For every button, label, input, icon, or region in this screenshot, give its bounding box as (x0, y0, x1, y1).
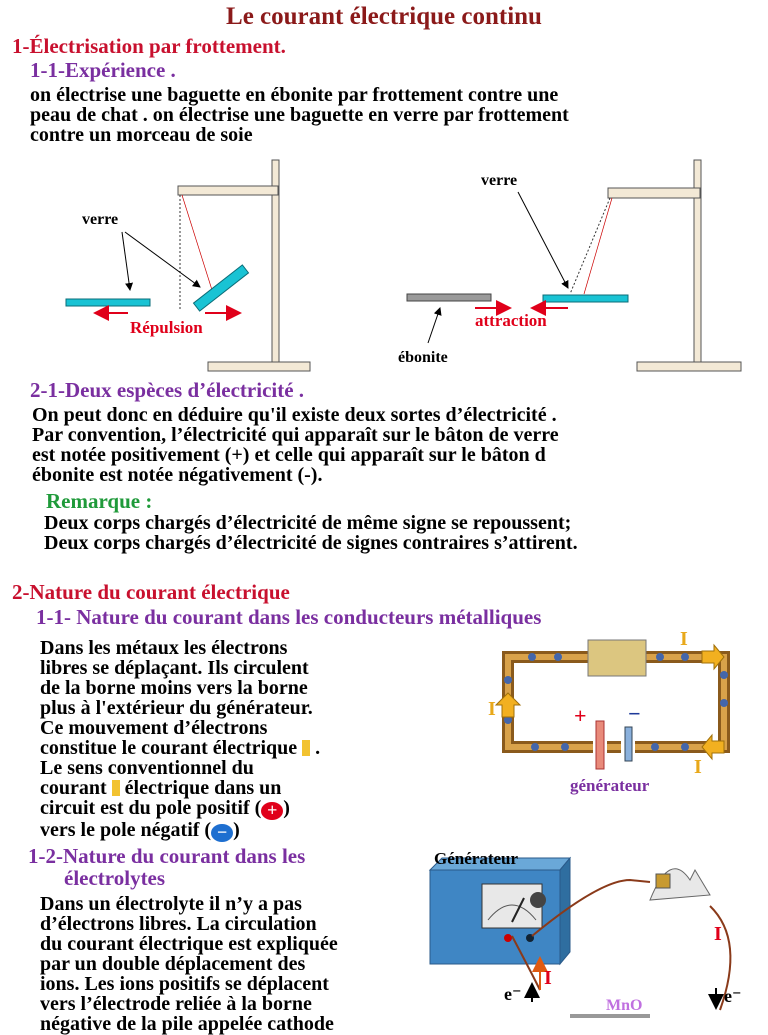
current-label: I (680, 628, 688, 650)
label-attraction: attraction (475, 311, 547, 330)
text-line: Dans un électrolyte il n’y a pas (40, 893, 302, 915)
left-stand (177, 159, 311, 372)
minus-label: − (628, 701, 641, 726)
text-line: ébonite est notée négativement (-). (32, 464, 323, 486)
subheading-conducteurs: 1-1- Nature du courant dans les conducte… (36, 605, 542, 629)
label-repulsion: Répulsion (130, 318, 203, 337)
text-line: est notée positivement (+) et celle qui … (32, 444, 546, 466)
current-label: I (714, 923, 722, 945)
resistor (587, 639, 647, 677)
paragraph-conducteurs: Dans les métaux les électrons libres se … (40, 638, 320, 842)
electrolysis-figure: Générateur I I e⁻ e⁻ MnO (428, 849, 742, 1018)
subheading-experience: 1-1-Expérience . (30, 58, 176, 82)
electrons (504, 653, 728, 751)
page-title: Le courant électrique continu (226, 3, 542, 30)
subheading-electrolytes: 1-2-Nature du courant dans les électroly… (28, 844, 306, 890)
text-line: Deux corps chargés d’électricité de sign… (44, 532, 578, 554)
wire-top (531, 878, 651, 937)
text-line: libres se déplaçant. Ils circulent (40, 657, 309, 679)
electron-label: e⁻ (504, 984, 522, 1004)
text-line: négative de la pile appelée cathode (40, 1013, 334, 1035)
section-heading-electrisation: 1-Électrisation par frottement. (12, 34, 286, 58)
text-line: Dans les métaux les électrons (40, 637, 288, 659)
remark-title: Remarque : (46, 489, 153, 513)
text-line: contre un morceau de soie (30, 124, 253, 146)
paragraph-experience: on électrise une baguette en ébonite par… (30, 85, 569, 145)
text-line: d’électrons libres. La circulation (40, 913, 317, 935)
text-line: courant électrique dans un (40, 777, 282, 799)
generator-title: Générateur (434, 849, 518, 868)
text-line: constitue le courant électrique . (40, 737, 321, 759)
current-label: I (488, 698, 496, 720)
remark-text: Deux corps chargés d’électricité de même… (44, 513, 578, 553)
electron-label: e⁻ (724, 986, 742, 1006)
paragraph-deux-especes: On peut donc en déduire qu'il existe deu… (32, 405, 559, 485)
label-verre-right: verre (481, 172, 517, 189)
minus-symbol: − (211, 823, 234, 842)
text-line: Par convention, l’électricité qui appara… (32, 424, 559, 446)
label-verre-left: verre (82, 211, 118, 228)
plus-symbol: + (261, 801, 284, 820)
label-ebonite: ébonite (398, 349, 448, 366)
glass-rod-left-suspended (192, 264, 250, 312)
wire-right (709, 905, 732, 1011)
text-line: par un double déplacement des (40, 953, 306, 975)
subheading-deux-especes: 2-1-Deux espèces d’électricité . (30, 378, 305, 402)
text-line: de la borne moins vers la borne (40, 677, 308, 699)
text-line: ions. Les ions positifs se déplacent (40, 973, 329, 995)
current-symbol (302, 740, 311, 756)
current-symbol (111, 780, 120, 796)
switch (649, 868, 711, 901)
current-arrow-top (701, 643, 725, 671)
glass-rod-right (542, 294, 629, 303)
text-line: on électrise une baguette en ébonite par… (30, 84, 559, 106)
ion-label: MnO (606, 997, 642, 1014)
current-arrow-bottom (701, 733, 725, 761)
current-arrow-left (494, 692, 522, 718)
text-line: peau de chat . on électrise une baguette… (30, 104, 569, 126)
current-label: I (694, 756, 702, 778)
metal-circuit-figure: + − I I I générateur (488, 628, 730, 795)
section-heading-nature: 2-Nature du courant électrique (12, 580, 290, 604)
electrisation-figure: verre Répulsion verre attraction ébonite (65, 159, 742, 372)
text-line: vers l’électrode reliée à la borne (40, 993, 312, 1015)
text-line: vers le pole négatif (−) (40, 819, 240, 842)
battery-minus-plate (624, 726, 633, 762)
text-line: circuit est du pole positif (+) (40, 797, 290, 820)
generator-label: générateur (570, 776, 650, 795)
text-line: Ce mouvement d’électrons (40, 717, 268, 739)
right-stand (569, 159, 742, 372)
paragraph-electrolytes: Dans un électrolyte il n’y a pas d’élect… (40, 894, 338, 1034)
glass-rod-left-fixed (65, 298, 151, 307)
text-line: Deux corps chargés d’électricité de même… (44, 512, 572, 534)
text-line: du courant électrique est expliquée (40, 933, 338, 955)
text-line: plus à l'extérieur du générateur. (40, 697, 313, 719)
generator-box (428, 856, 572, 966)
text-line: On peut donc en déduire qu'il existe deu… (32, 404, 557, 426)
battery-plus-plate (595, 720, 605, 770)
ebonite-rod (406, 293, 492, 302)
current-label: I (544, 967, 552, 989)
text-line: Le sens conventionnel du (40, 757, 254, 779)
plus-label: + (574, 703, 587, 728)
